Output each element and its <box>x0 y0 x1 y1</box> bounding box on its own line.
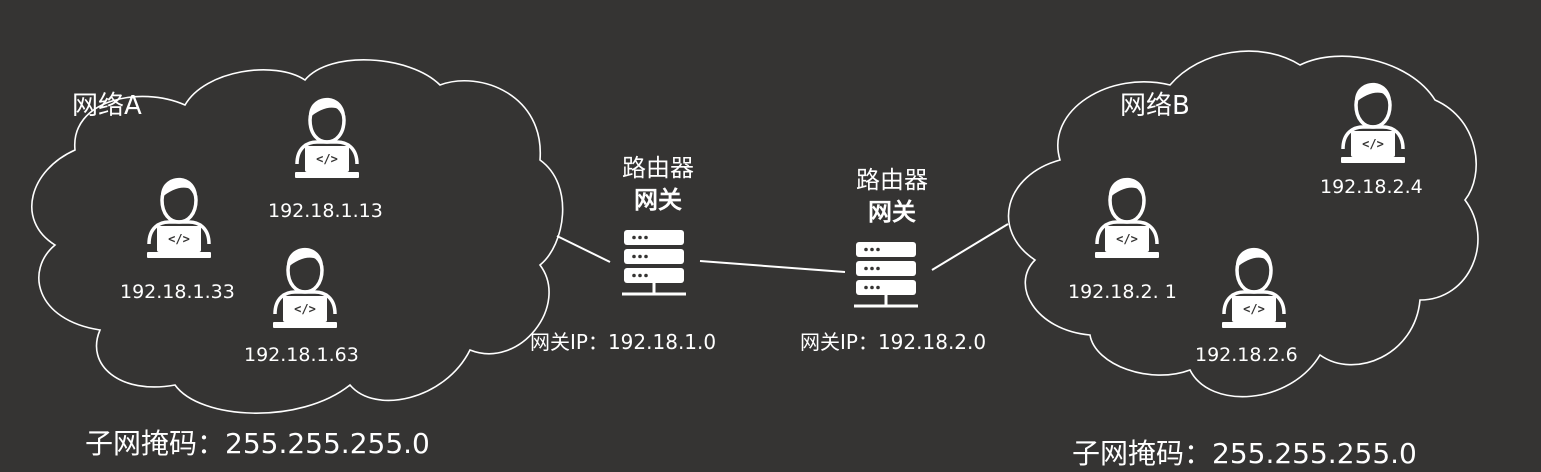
link-cloud-a-router-a <box>556 235 611 263</box>
router-b-gateway-ip: 网关IP：192.18.2.0 <box>800 330 987 354</box>
network-a-cloud <box>31 59 564 414</box>
link-router-a-router-b <box>699 260 846 273</box>
server-icon <box>620 228 688 296</box>
network-a-subnet-mask: 子网掩码：255.255.255.0 <box>85 427 430 460</box>
programmer-icon <box>1339 81 1407 165</box>
router-a-gateway-ip: 网关IP：192.18.1.0 <box>530 330 717 354</box>
router-b-gateway-title: 网关 <box>868 198 916 226</box>
network-a-title: 网络A <box>72 91 142 121</box>
programmer-icon <box>293 96 361 180</box>
network-b-title: 网络B <box>1120 91 1190 121</box>
server-icon <box>852 240 920 308</box>
host-ip-label: 192.18.2. 1 <box>1068 281 1177 303</box>
link-router-b-cloud-b <box>931 223 1009 271</box>
network-b-subnet-mask: 子网掩码：255.255.255.0 <box>1072 437 1417 470</box>
host-ip-label: 192.18.1.33 <box>120 281 235 303</box>
host-ip-label: 192.18.1.13 <box>268 200 383 222</box>
host-ip-label: 192.18.1.63 <box>244 344 359 366</box>
router-a-gateway-title: 网关 <box>634 186 682 214</box>
host-ip-label: 192.18.2.4 <box>1320 176 1423 198</box>
programmer-icon <box>1093 176 1161 260</box>
router-a-title: 路由器 <box>622 154 694 182</box>
programmer-icon <box>271 246 339 330</box>
programmer-icon <box>1220 246 1288 330</box>
network-b-cloud <box>1007 50 1479 398</box>
programmer-icon <box>145 176 213 260</box>
router-b-title: 路由器 <box>856 166 928 194</box>
host-ip-label: 192.18.2.6 <box>1195 344 1298 366</box>
